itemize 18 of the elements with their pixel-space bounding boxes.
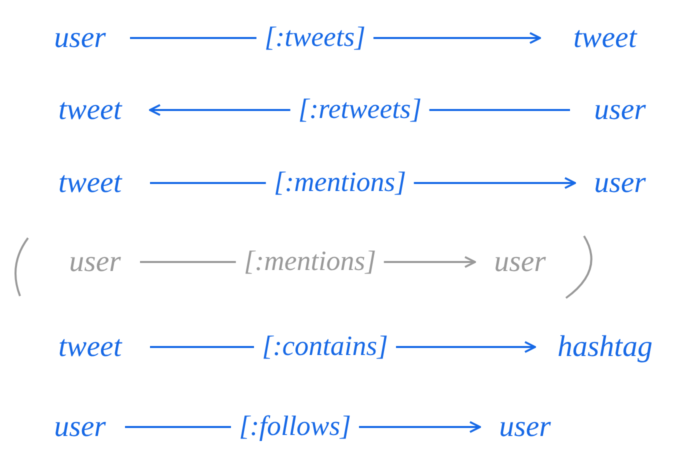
edge-label: [:mentions] [236, 248, 384, 276]
node-label: user [594, 168, 646, 198]
edge-label: [:contains] [254, 333, 396, 361]
edge-label: [:follows] [230, 413, 360, 441]
edge-label: [:retweets] [290, 96, 430, 124]
node-label: user [494, 247, 546, 277]
node-label: user [54, 412, 106, 442]
node-label: tweet [573, 23, 637, 53]
node-label: tweet [58, 168, 122, 198]
node-label: user [69, 247, 121, 277]
edge-label: [:mentions] [266, 169, 414, 197]
node-label: tweet [58, 95, 122, 125]
node-label: tweet [58, 332, 122, 362]
node-label: hashtag [557, 332, 652, 362]
edge-label: [:tweets] [256, 24, 374, 52]
node-label: user [54, 23, 106, 53]
node-label: user [499, 412, 551, 442]
node-label: user [594, 95, 646, 125]
